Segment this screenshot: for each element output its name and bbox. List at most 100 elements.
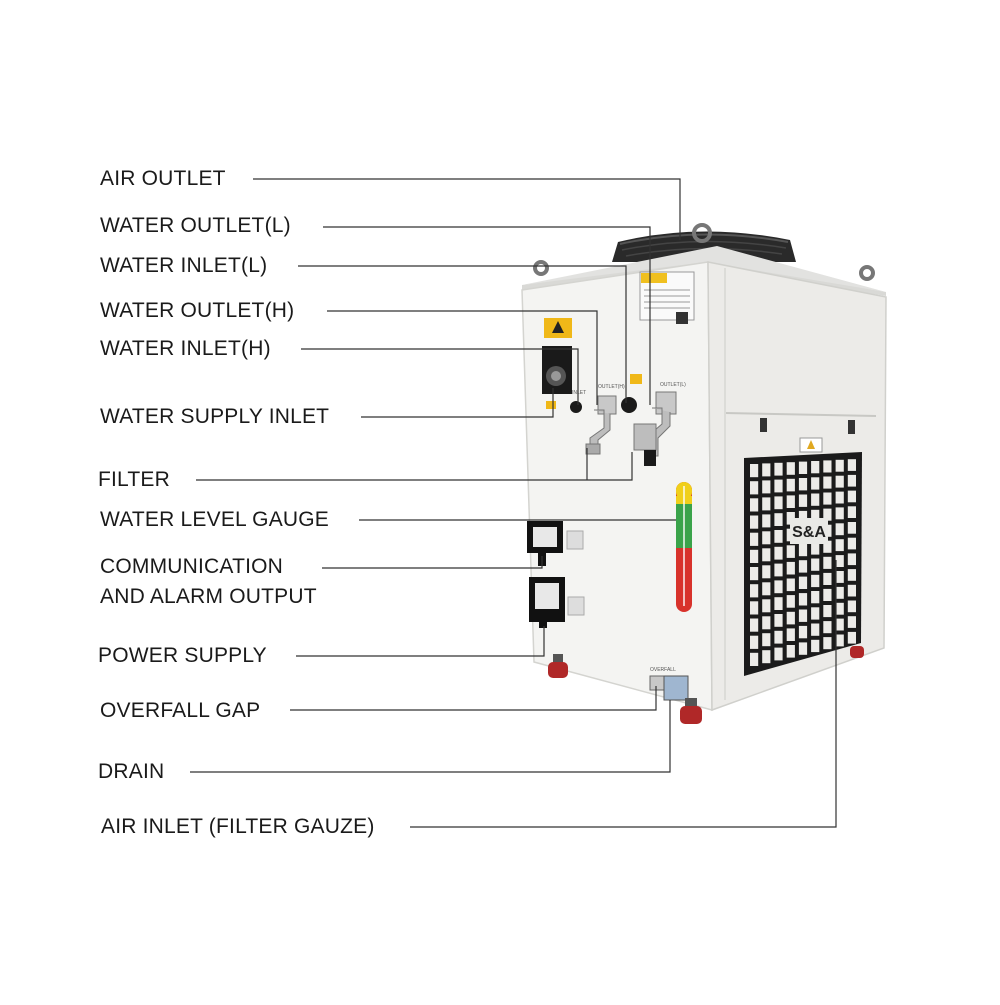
leader-drain — [190, 700, 671, 773]
grille-opening — [847, 537, 856, 550]
grille-opening — [762, 463, 771, 477]
grille-opening — [847, 584, 856, 597]
grille-opening — [798, 510, 808, 524]
socket-icon — [527, 521, 585, 628]
grille-opening — [823, 588, 832, 601]
grille-opening — [786, 561, 795, 575]
grille-opening — [750, 635, 759, 649]
grille-opening — [847, 600, 856, 613]
grille-opening — [823, 460, 832, 473]
svg-text:OUTLET(L): OUTLET(L) — [660, 382, 686, 388]
grille-opening — [786, 462, 795, 475]
grille-opening — [774, 647, 783, 661]
grille-opening — [798, 494, 808, 507]
grille-opening — [835, 491, 844, 504]
lifting-eye-icon — [533, 223, 875, 281]
grille-opening — [798, 609, 808, 622]
grille-opening — [823, 476, 832, 489]
water-port-h — [570, 395, 617, 455]
nameplate — [639, 271, 695, 324]
grille-opening — [750, 567, 759, 581]
label-water-inlet-h: WATER INLET(H) — [100, 337, 271, 360]
leader-water-outlet-h — [327, 310, 598, 405]
grille-opening — [798, 593, 808, 606]
warning-label-icon — [544, 318, 642, 409]
grille-opening — [835, 602, 844, 615]
chiller-unit: S&A — [521, 223, 887, 724]
grille-opening — [750, 532, 759, 546]
grille-opening — [762, 548, 771, 562]
leader-water-inlet-l — [298, 265, 627, 403]
grille-opening — [847, 459, 856, 471]
grille-opening — [847, 616, 856, 628]
grille-opening — [774, 513, 783, 526]
grille-opening — [762, 633, 771, 647]
label-water-inlet-l: WATER INLET(L) — [100, 254, 268, 277]
grille-opening — [823, 637, 832, 650]
label-water-outlet-h: WATER OUTLET(H) — [100, 299, 295, 322]
grille-opening — [786, 595, 795, 608]
grille-opening — [786, 611, 795, 625]
grille-opening — [811, 509, 820, 523]
grille-opening — [750, 584, 759, 598]
grille-opening — [835, 634, 844, 647]
grille-opening — [823, 556, 832, 569]
grille-opening — [835, 586, 844, 599]
grille-opening — [762, 616, 771, 630]
grille-opening — [774, 479, 783, 493]
grille-opening — [847, 569, 856, 581]
grille-opening — [823, 492, 832, 505]
grille-opening — [823, 540, 832, 553]
label-filter: FILTER — [98, 468, 170, 491]
grille-opening — [762, 514, 771, 528]
grille-opening — [823, 605, 832, 618]
label-air-outlet: AIR OUTLET — [100, 167, 226, 190]
grille-opening — [811, 493, 820, 506]
grille-opening — [847, 553, 856, 566]
grille-opening — [811, 639, 820, 653]
grille-opening — [798, 461, 808, 474]
label-communication-line1: COMMUNICATION — [100, 555, 284, 578]
label-water-outlet-l: WATER OUTLET(L) — [100, 214, 291, 237]
grille-opening — [774, 580, 783, 594]
grille-opening — [774, 546, 783, 560]
leader-overfall-gap — [290, 686, 657, 711]
grille-opening — [835, 523, 844, 536]
label-water-supply-inlet: WATER SUPPLY INLET — [100, 405, 330, 428]
grille-opening — [811, 607, 820, 620]
grille-opening — [835, 459, 844, 472]
grille-opening — [835, 507, 844, 520]
leader-water-supply-inlet — [361, 388, 554, 418]
grille-opening — [774, 630, 783, 644]
grille-opening — [774, 496, 783, 510]
water-level-gauge — [676, 482, 692, 612]
svg-text:OVERFALL: OVERFALL — [650, 667, 676, 673]
grille-opening — [798, 642, 808, 655]
grille-opening — [774, 462, 783, 476]
grille-opening — [750, 498, 759, 512]
grille-opening — [835, 539, 844, 552]
grille-opening — [774, 530, 783, 543]
grille-opening — [835, 555, 844, 567]
grille-opening — [774, 614, 783, 627]
grille-opening — [762, 582, 771, 596]
grille-opening — [774, 563, 783, 577]
grille-opening — [847, 474, 856, 487]
grille-opening — [786, 645, 795, 658]
grille-opening — [786, 545, 795, 558]
grille-opening — [811, 558, 820, 571]
grille-opening — [750, 464, 759, 478]
label-water-level-gauge: WATER LEVEL GAUGE — [100, 508, 330, 531]
grille-opening — [847, 522, 856, 534]
grille-opening — [847, 506, 856, 518]
brand-logo: S&A — [792, 524, 826, 541]
leader-air-outlet — [253, 178, 681, 240]
grille-opening — [762, 650, 771, 664]
grille-opening — [798, 560, 808, 573]
leader-communication — [322, 556, 543, 569]
grille-opening — [835, 475, 844, 488]
water-port-l — [621, 391, 677, 466]
grille-opening — [786, 578, 795, 592]
